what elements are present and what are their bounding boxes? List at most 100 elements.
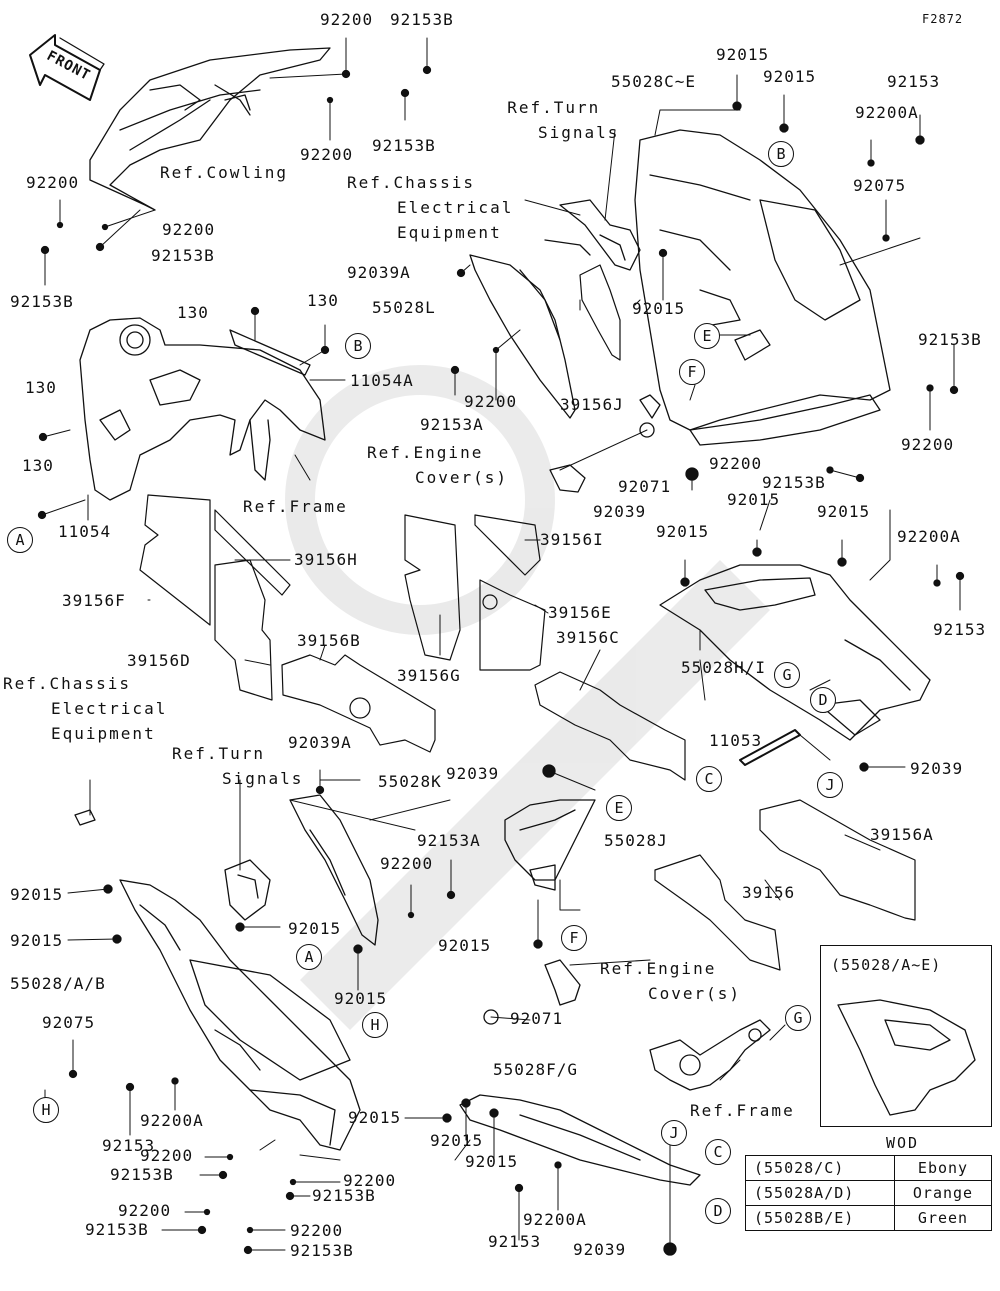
part-label[interactable]: 92153 [933,620,987,639]
part-label[interactable]: 39156A [870,825,934,844]
part-label[interactable]: 55028/A/B [10,974,106,993]
part-label[interactable]: 92153B [918,330,982,349]
part-label[interactable]: 92153B [390,10,454,29]
part-label[interactable]: 92200A [140,1111,204,1130]
part-label[interactable]: 92039 [910,759,964,778]
part-label[interactable]: 92015 [288,919,342,938]
ref-chassis-electrical-left[interactable]: Ref.Chassis Electrical Equipment [3,671,167,746]
part-label[interactable]: 92153A [420,415,484,434]
part-label[interactable]: 92015 [817,502,871,521]
middle-fairing-right [634,129,891,446]
part-label[interactable]: 92200 [343,1171,397,1190]
part-label[interactable]: 92200 [709,454,763,473]
part-label[interactable]: 92200 [118,1201,172,1220]
part-label[interactable]: 92071 [618,477,672,496]
part-label[interactable]: 92015 [10,885,64,904]
part-label[interactable]: 92153B [372,136,436,155]
ref-turn-signals-left[interactable]: Ref.Turn Signals [172,741,303,791]
ref-frame-top[interactable]: Ref.Frame [243,497,348,516]
part-label[interactable]: 39156J [560,395,624,414]
part-label[interactable]: 92071 [510,1009,564,1028]
part-label[interactable]: 92200 [380,854,434,873]
part-label[interactable]: 39156B [297,631,361,650]
part-label[interactable]: 11053 [709,731,763,750]
part-label[interactable]: 92015 [716,45,770,64]
part-label[interactable]: 92200 [300,145,354,164]
part-label[interactable]: 92200 [162,220,216,239]
part-label[interactable]: 92200A [523,1210,587,1229]
part-label[interactable]: 39156D [127,651,191,670]
part-label[interactable]: 92200 [290,1221,344,1240]
part-label[interactable]: 92039 [446,764,500,783]
part-label[interactable]: 55028C~E [611,72,697,91]
part-label[interactable]: 92015 [763,67,817,86]
bracket-55028j [504,799,596,891]
callout-e: E [606,795,632,821]
part-label[interactable]: 92015 [438,936,492,955]
color-name: Orange [894,1180,992,1206]
part-label[interactable]: 92200A [897,527,961,546]
part-label[interactable]: 92153B [10,292,74,311]
part-label[interactable]: 55028K [378,772,442,791]
part-label[interactable]: 92015 [348,1108,402,1127]
part-label[interactable]: 92015 [10,931,64,950]
part-label[interactable]: 39156G [397,666,461,685]
part-label[interactable]: 92153B [762,473,826,492]
part-label[interactable]: 92153 [488,1232,542,1251]
part-label[interactable]: 39156F [62,591,126,610]
part-label[interactable]: 130 [307,291,339,310]
ref-engine-cover-bottom[interactable]: Ref.Engine Cover(s) [600,956,741,1006]
part-label[interactable]: 130 [25,378,57,397]
ref-line: Electrical [397,198,514,217]
part-label[interactable]: 39156E [548,603,612,622]
turn-signal-bracket-top [544,199,641,271]
part-label[interactable]: 11054 [58,522,112,541]
part-label[interactable]: 92039A [288,733,352,752]
part-label[interactable]: 130 [177,303,209,322]
part-label[interactable]: 92015 [430,1131,484,1150]
part-label[interactable]: 92015 [334,989,388,1008]
part-label[interactable]: 92015 [727,490,781,509]
part-label[interactable]: 55028L [372,298,436,317]
part-label[interactable]: 92153B [151,246,215,265]
ref-chassis-electrical-top[interactable]: Ref.Chassis Electrical Equipment [347,170,513,245]
part-label[interactable]: 92075 [42,1013,96,1032]
part-label[interactable]: 39156I [540,530,604,549]
part-label[interactable]: 55028J [604,831,668,850]
part-label[interactable]: 92153B [312,1186,376,1205]
part-label[interactable]: 92200 [26,173,80,192]
part-label[interactable]: 92153B [85,1220,149,1239]
ref-cowling[interactable]: Ref.Cowling [160,163,288,182]
part-label[interactable]: 92015 [632,299,686,318]
part-label[interactable]: 92039 [573,1240,627,1259]
part-label[interactable]: 39156 [742,883,796,902]
part-label[interactable]: 92200 [140,1146,194,1165]
part-label[interactable]: 92153A [417,831,481,850]
part-label[interactable]: 92015 [465,1152,519,1171]
part-label[interactable]: 92075 [853,176,907,195]
part-label[interactable]: 92039A [347,263,411,282]
part-label[interactable]: 39156C [556,628,620,647]
part-label[interactable]: 92153 [887,72,941,91]
part-label[interactable]: 11054A [350,371,414,390]
part-label[interactable]: 92200A [855,103,919,122]
color-name: Ebony [894,1155,992,1181]
ref-line: Signals [538,123,620,142]
part-label[interactable]: 55028F/G [493,1060,579,1079]
part-label[interactable]: 130 [22,456,54,475]
ref-frame-bottom[interactable]: Ref.Frame [690,1101,795,1120]
part-label[interactable]: 92015 [656,522,710,541]
color-part: (55028/C) [745,1155,895,1181]
part-label[interactable]: 55028H/I [681,658,767,677]
ref-engine-cover-top[interactable]: Ref.Engine Cover(s) [367,440,508,490]
ref-turn-signals-top[interactable]: Ref.Turn Signals [488,95,619,145]
part-label[interactable]: 92039 [593,502,647,521]
part-label[interactable]: 92153 [102,1136,156,1155]
part-label[interactable]: 92200 [901,435,955,454]
part-label[interactable]: 39156H [294,550,358,569]
part-label[interactable]: 92200 [464,392,518,411]
part-label[interactable]: 92200 [320,10,374,29]
part-label[interactable]: 92153B [110,1165,174,1184]
part-label[interactable]: 92153B [290,1241,354,1260]
callout-e: E [694,323,720,349]
